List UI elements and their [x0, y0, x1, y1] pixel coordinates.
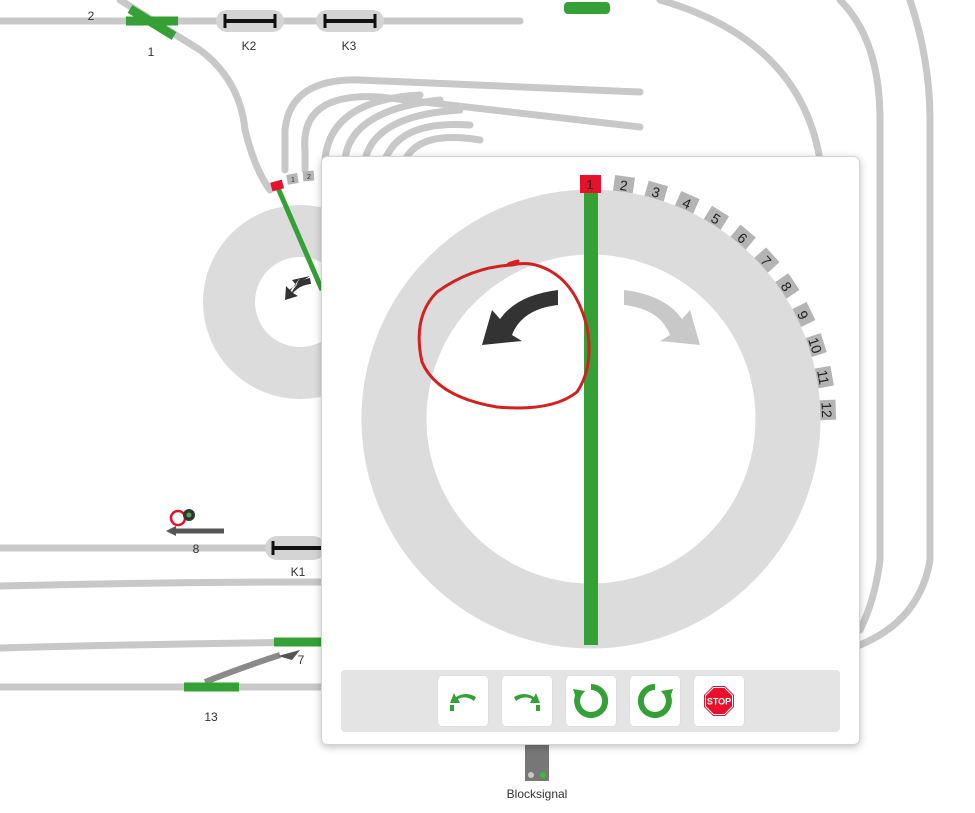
track-6-marker[interactable]: 6	[728, 224, 756, 252]
track-8-box	[773, 273, 800, 300]
rotate-ccw-button[interactable]	[565, 676, 616, 726]
track-12-box	[817, 399, 837, 421]
track-2-label: 2	[619, 177, 629, 194]
track-11-label: 11	[814, 369, 832, 386]
switch-2-label: 2	[87, 9, 95, 23]
blocksignal-lamp-off	[528, 772, 534, 778]
switch-7-label: 7	[297, 653, 305, 667]
track-7-marker[interactable]: 7	[752, 247, 780, 275]
track-2-marker[interactable]: 2	[612, 174, 635, 196]
track-11-box	[812, 365, 834, 389]
fan-track-4	[341, 96, 444, 164]
rotate-left-arrow-icon[interactable]	[482, 290, 558, 345]
fan-track-2	[301, 93, 644, 174]
fan-track-7	[401, 134, 484, 164]
switch-1-label: 1	[147, 45, 155, 59]
rotate-cw-icon	[637, 683, 673, 718]
stop-label: STOP	[706, 697, 730, 707]
rotate-cw-button[interactable]	[629, 676, 680, 726]
track-12-label: 12	[819, 402, 836, 418]
step-left-button[interactable]	[437, 676, 488, 726]
switch-13-label: 13	[204, 710, 218, 724]
stop-sign-icon: STOP	[703, 686, 734, 716]
loop-track-3	[856, 0, 934, 649]
fan-track-6	[381, 120, 474, 164]
mini-track-2-label: 2	[307, 174, 311, 181]
block-indicator-top[interactable]	[564, 2, 610, 14]
track-lower-1	[0, 578, 324, 590]
mini-track-1-label: 1	[291, 177, 295, 184]
turntable-bridge[interactable]	[584, 193, 598, 645]
loop-track-2	[836, 0, 884, 634]
track-2-box	[612, 174, 635, 196]
track-8-marker[interactable]: 8	[773, 273, 800, 300]
mini-turntable-bridge[interactable]	[275, 187, 325, 291]
switch-7-arrow	[278, 650, 300, 660]
fan-track-1	[281, 76, 644, 174]
signal-8-label: 8	[192, 542, 200, 556]
turntable-controls: STOP	[341, 670, 840, 732]
step-right-button[interactable]	[501, 676, 552, 726]
signal-8-red-lamp[interactable]	[169, 509, 187, 527]
step-left-icon	[449, 693, 476, 711]
stop-button[interactable]: STOP	[693, 676, 744, 726]
track-12-marker[interactable]: 12	[817, 399, 837, 421]
blocksignal-label: Blocksignal	[506, 787, 568, 801]
rotate-ccw-icon	[572, 683, 608, 718]
block-k1-label: K1	[290, 565, 306, 579]
track-6-box	[728, 224, 756, 252]
rotate-right-arrow-icon[interactable]	[624, 290, 700, 345]
mini-track-1-marker[interactable]	[270, 179, 285, 192]
mini-track-3-box[interactable]	[302, 170, 315, 182]
block-k2-label: K2	[241, 39, 257, 53]
signal-8-arrow	[166, 526, 176, 536]
fan-track-3	[321, 91, 424, 164]
switch-13-diverge	[203, 652, 281, 685]
track-1-marker[interactable]	[580, 175, 601, 193]
blocksignal-lamp-on	[540, 772, 546, 778]
mini-track-2-box[interactable]	[286, 173, 299, 185]
switch-1-diverge[interactable]	[127, 5, 177, 40]
step-right-icon	[513, 693, 540, 711]
block-k3-label: K3	[341, 39, 357, 53]
track-lower-2	[0, 638, 324, 652]
track-7-box	[752, 247, 780, 275]
mini-arrow-body	[285, 276, 310, 298]
annotation-circle	[417, 259, 591, 410]
fan-track-5	[361, 106, 464, 164]
track-11-marker[interactable]: 11	[812, 365, 834, 389]
track-1-label: 1	[586, 177, 593, 192]
track-10-label: 10	[805, 336, 825, 356]
mini-arrow-icon[interactable]	[285, 278, 311, 300]
signal-8-green-dot	[186, 512, 192, 518]
